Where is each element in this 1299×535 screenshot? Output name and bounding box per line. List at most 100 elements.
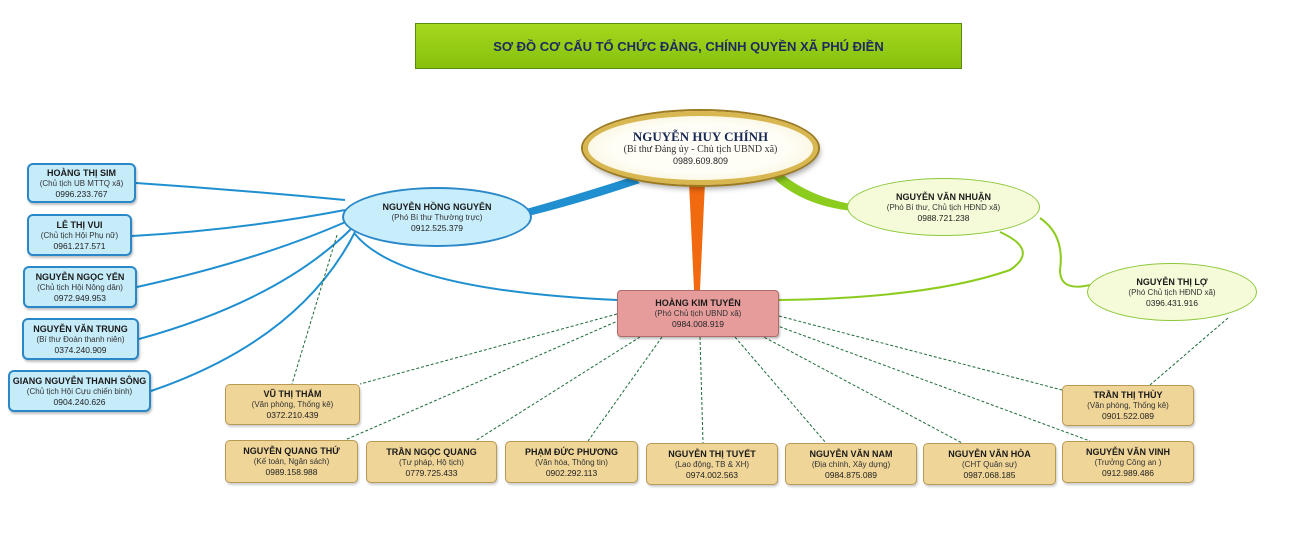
node-role: (Chủ tịch Hội Nông dân): [37, 282, 123, 292]
node-staff: NGUYỄN VĂN NAM (Địa chính, Xây dựng) 098…: [785, 443, 917, 485]
node-name: NGUYỄN HUY CHÍNH: [632, 129, 769, 144]
node-name: NGUYỄN VĂN VINH: [1085, 446, 1170, 457]
node-role: (Trưởng Công an ): [1094, 457, 1162, 467]
node-name: NGUYỄN THỊ TUYẾT: [668, 448, 756, 459]
node-role: (Chủ tịch Hội Phụ nữ): [40, 230, 119, 240]
node-staff: PHẠM ĐỨC PHƯƠNG (Văn hóa, Thông tin) 090…: [505, 441, 638, 483]
node-mass-org: NGUYỄN VĂN TRUNG (Bí thư Đoàn thanh niên…: [22, 318, 139, 360]
dash-to-nguyen-quang-thu: [344, 319, 621, 441]
node-role: (Địa chính, Xây dựng): [811, 459, 891, 469]
node-name: NGUYỄN VĂN NHUẬN: [895, 191, 991, 202]
branch-top-to-left-deputy: [515, 177, 640, 218]
dash-to-nguyen-van-vinh: [774, 324, 1091, 442]
node-name: NGUYỄN VĂN HÒA: [948, 448, 1031, 459]
node-name: NGUYỄN VĂN TRUNG: [33, 323, 128, 334]
node-role: (Phó Chủ tịch HĐND xã): [1128, 287, 1216, 297]
node-role: (Bí thư Đảng ủy - Chủ tịch UBND xã): [623, 144, 778, 155]
node-role: (Chủ tịch UB MTTQ xã): [39, 178, 124, 188]
node-phone: 0974.002.563: [686, 469, 738, 480]
node-staff: NGUYỄN THỊ TUYẾT (Lao động, TB & XH) 097…: [646, 443, 778, 485]
node-role: (Văn phòng, Thống kê): [251, 400, 334, 409]
node-mass-org: HOÀNG THỊ SIM (Chủ tịch UB MTTQ xã) 0996…: [27, 163, 136, 203]
node-name: VŨ THỊ THẮM: [263, 389, 322, 399]
node-role: (Lao động, TB & XH): [674, 459, 750, 469]
node-role: (Văn hóa, Thông tin): [535, 457, 608, 467]
node-role: (CHT Quân sự): [962, 459, 1017, 469]
node-staff: VŨ THỊ THẮM (Văn phòng, Thống kê) 0372.2…: [225, 384, 360, 425]
diagram-title: SƠ ĐỒ CƠ CẤU TỔ CHỨC ĐẢNG, CHÍNH QUYỀN X…: [415, 23, 962, 69]
node-name: NGUYỄN HỒNG NGUYÊN: [382, 201, 492, 212]
node-role: (Văn phòng, Thống kê): [1087, 401, 1169, 410]
node-role: (Phó Chủ tịch UBND xã): [654, 309, 742, 318]
link-right-deputy-to-hdnd-vice: [1039, 217, 1091, 288]
dash-to-vu-thi-tham: [359, 313, 618, 385]
node-name: NGUYỄN VĂN NAM: [809, 448, 893, 459]
node-phone: 0984.875.089: [825, 469, 877, 480]
node-staff: NGUYỄN VĂN VINH (Trưởng Công an ) 0912.9…: [1062, 441, 1194, 483]
link-to-mass-org-5: [150, 231, 356, 392]
node-mass-org: GIANG NGUYỄN THANH SÔNG (Chủ tịch Hội Cự…: [8, 370, 151, 412]
link-left-deputy-to-ubnd-vice: [354, 233, 618, 301]
node-name: PHẠM ĐỨC PHƯƠNG: [524, 446, 619, 457]
node-name: LÊ THỊ VUI: [56, 219, 103, 230]
node-name: TRẦN NGỌC QUANG: [386, 446, 477, 457]
node-mass-org: NGUYỄN NGỌC YẾN (Chủ tịch Hội Nông dân) …: [23, 266, 137, 308]
node-role: (Kế toán, Ngân sách): [253, 457, 330, 466]
node-name: NGUYỄN THỊ LỢ: [1136, 276, 1208, 287]
node-role: (Phó Bí thư, Chủ tịch HĐND xã): [886, 202, 1001, 212]
node-phone: 0984.008.919: [672, 319, 724, 329]
node-phone: 0989.158.988: [265, 467, 318, 477]
link-to-mass-org-4: [138, 227, 353, 340]
node-role: (Phó Bí thư Thường trực): [391, 212, 483, 222]
node-staff: NGUYỄN QUANG THỨ (Kế toán, Ngân sách) 09…: [225, 440, 358, 483]
node-phone: 0912.525.379: [411, 222, 463, 233]
node-phone: 0972.949.953: [54, 292, 106, 303]
node-mass-org: LÊ THỊ VUI (Chủ tịch Hội Phụ nữ) 0961.21…: [27, 214, 132, 256]
node-role: (Tư pháp, Hộ tịch): [399, 457, 464, 467]
branch-top-to-ubnd-vice: [689, 182, 705, 290]
link-to-mass-org-3: [136, 219, 351, 288]
dash-to-nguyen-van-hoa: [759, 334, 963, 444]
diagram-title-text: SƠ ĐỒ CƠ CẤU TỔ CHỨC ĐẢNG, CHÍNH QUYỀN X…: [493, 38, 884, 54]
node-phone: 0912.989.486: [1102, 467, 1154, 478]
node-name: GIANG NGUYỄN THANH SÔNG: [12, 375, 147, 386]
node-staff: NGUYỄN VĂN HÒA (CHT Quân sự) 0987.068.18…: [923, 443, 1056, 485]
dash-to-pham-duc-phuong: [587, 336, 663, 442]
node-standing-deputy: NGUYỄN HỒNG NGUYÊN (Phó Bí thư Thường tr…: [342, 187, 532, 247]
node-name: NGUYỄN QUANG THỨ: [243, 446, 340, 456]
node-name: HOÀNG KIM TUYẾN: [655, 298, 741, 308]
node-name: NGUYỄN NGỌC YẾN: [35, 271, 125, 282]
node-party-secretary: NGUYỄN HUY CHÍNH (Bí thư Đảng ủy - Chủ t…: [583, 111, 818, 185]
node-hdnd-vice: NGUYỄN THỊ LỢ (Phó Chủ tịch HĐND xã) 039…: [1087, 263, 1257, 321]
node-phone: 0989.609.809: [672, 156, 729, 166]
node-phone: 0901.522.089: [1102, 411, 1154, 421]
node-phone: 0779.725.433: [405, 467, 458, 478]
node-phone: 0904.240.626: [53, 396, 106, 407]
node-phone: 0987.068.185: [963, 469, 1016, 480]
node-phone: 0372.210.439: [266, 410, 319, 420]
node-ubnd-vice: HOÀNG KIM TUYẾN (Phó Chủ tịch UBND xã) 0…: [617, 290, 779, 337]
node-name: HOÀNG THỊ SIM: [47, 167, 116, 178]
link-ubnd-vice-to-right-deputy: [778, 231, 1024, 301]
link-to-mass-org-1: [135, 182, 346, 201]
dash-hdnd-vice-to-tran-thi-thuy: [1149, 317, 1229, 386]
node-phone: 0988.721.238: [917, 212, 970, 223]
node-name: TRẦN THỊ THÙY: [1093, 390, 1163, 400]
node-phone: 0961.217.571: [53, 240, 106, 251]
link-to-mass-org-2: [131, 209, 346, 237]
dash-to-tran-thi-thuy: [778, 315, 1063, 391]
dash-to-nguyen-thi-tuyet: [699, 336, 704, 444]
node-phone: 0902.292.113: [545, 467, 598, 478]
dash-to-tran-ngoc-quang: [474, 336, 641, 442]
node-phone: 0996.233.767: [55, 188, 108, 199]
node-staff: TRẦN THỊ THÙY (Văn phòng, Thống kê) 0901…: [1062, 385, 1194, 426]
dash-to-nguyen-van-nam: [734, 336, 827, 444]
node-role: (Bí thư Đoàn thanh niên): [36, 334, 125, 344]
dash-left-deputy-to-vu-thi-tham: [291, 234, 338, 385]
node-staff: TRẦN NGỌC QUANG (Tư pháp, Hộ tịch) 0779.…: [366, 441, 497, 483]
node-phone: 0374.240.909: [54, 344, 107, 355]
node-hdnd-chairman: NGUYỄN VĂN NHUẬN (Phó Bí thư, Chủ tịch H…: [847, 178, 1040, 236]
node-role: (Chủ tịch Hội Cựu chiến binh): [26, 386, 133, 396]
node-phone: 0396.431.916: [1146, 297, 1198, 308]
